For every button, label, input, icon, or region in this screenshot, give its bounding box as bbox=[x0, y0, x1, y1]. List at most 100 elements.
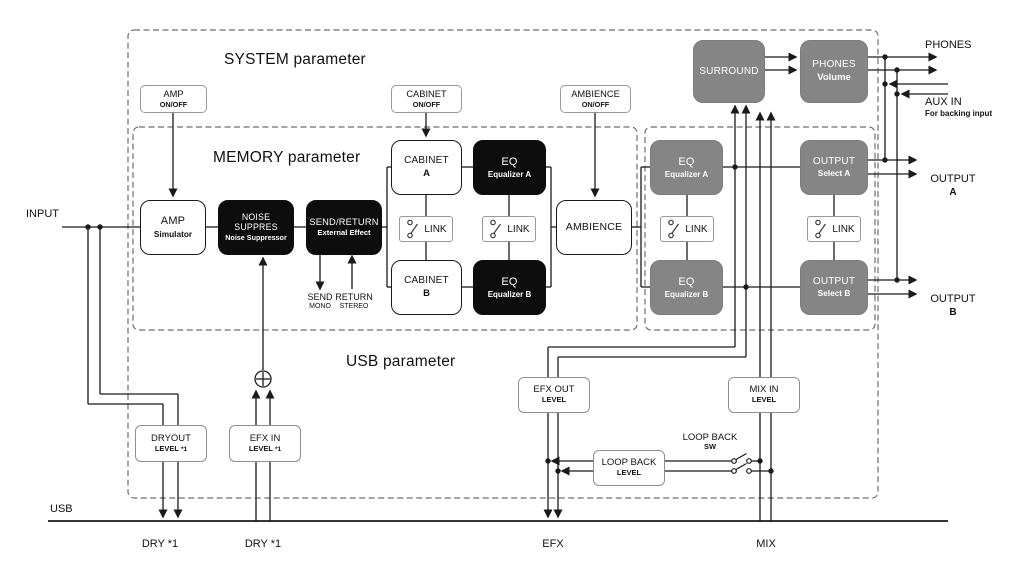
loop-back-sw-label: LOOP BACK SW bbox=[672, 432, 748, 452]
send-return-title: SEND/RETURN bbox=[309, 216, 379, 227]
usb-dry-2-label: DRY *1 bbox=[244, 538, 282, 550]
cabinet-onoff-box: CABINET ON/OFF bbox=[391, 85, 462, 113]
system-eq-link-box: LINK bbox=[660, 216, 714, 242]
dry-out-note: *1 bbox=[181, 445, 188, 453]
efx-out-title: EFX OUT bbox=[533, 384, 575, 396]
cabinet-a-sub: A bbox=[423, 167, 430, 179]
system-eq-b-sub: Equalizer B bbox=[664, 290, 709, 300]
amp-simulator-block: AMP Simulator bbox=[140, 200, 206, 255]
loop-back-title: LOOP BACK bbox=[601, 457, 657, 469]
loop-back-sub: LEVEL bbox=[616, 468, 642, 478]
eq-link-label: LINK bbox=[507, 223, 530, 235]
eq-b-block: EQ Equalizer B bbox=[473, 260, 546, 315]
send-return-block: SEND/RETURN External Effect bbox=[306, 200, 382, 255]
eq-link-box: LINK bbox=[482, 216, 536, 242]
output-select-b-title: OUTPUT bbox=[812, 275, 856, 287]
send-label: SEND bbox=[307, 292, 333, 302]
efx-out-level-box: EFX OUT LEVEL bbox=[518, 377, 590, 413]
eq-a-sub: Equalizer A bbox=[487, 170, 532, 180]
surround-block: SURROUND bbox=[693, 40, 765, 103]
noise-suppressor-sub: Noise Suppressor bbox=[225, 233, 287, 243]
output-b-word: OUTPUT bbox=[930, 293, 976, 305]
send-jack-label: SEND MONO bbox=[300, 292, 340, 311]
ambience-onoff-sub: ON/OFF bbox=[581, 99, 610, 109]
amp-onoff-box: AMP ON/OFF bbox=[140, 85, 207, 113]
usb-parameter-label: USB parameter bbox=[346, 353, 456, 370]
system-eq-b-title: EQ bbox=[678, 275, 695, 288]
cabinet-b-title: CABINET bbox=[404, 275, 449, 287]
mix-in-level-box: MIX IN LEVEL bbox=[728, 377, 800, 413]
system-parameter-label: SYSTEM parameter bbox=[224, 51, 366, 68]
mix-in-sub: LEVEL bbox=[751, 395, 777, 405]
output-a-letter: A bbox=[949, 186, 957, 198]
system-eq-a-title: EQ bbox=[678, 155, 695, 168]
phones-jack-label: PHONES bbox=[925, 39, 972, 51]
link-switch-icon bbox=[815, 219, 827, 239]
return-stereo-label: STEREO bbox=[339, 302, 369, 310]
cabinet-b-block: CABINET B bbox=[391, 260, 462, 315]
dry-out-title: DRYOUT bbox=[151, 432, 191, 444]
loop-back-sw-sub: SW bbox=[703, 442, 717, 452]
eq-b-title: EQ bbox=[501, 275, 518, 288]
return-jack-label: RETURN STEREO bbox=[332, 292, 376, 311]
phones-volume-block: PHONES Volume bbox=[800, 40, 868, 103]
efx-in-title: EFX IN bbox=[249, 432, 281, 444]
loop-back-level-box: LOOP BACK LEVEL bbox=[593, 450, 665, 486]
efx-in-sub: LEVEL bbox=[248, 443, 273, 453]
send-return-sub: External Effect bbox=[317, 228, 371, 238]
output-select-a-sub: Select A bbox=[817, 168, 851, 179]
mix-in-title: MIX IN bbox=[749, 384, 779, 396]
output-a-jack-label: OUTPUT A bbox=[922, 173, 984, 199]
ambience-title: AMBIENCE bbox=[565, 221, 623, 234]
send-mono-label: MONO bbox=[309, 302, 331, 310]
usb-mix-label: MIX bbox=[756, 538, 776, 550]
output-b-letter: B bbox=[949, 306, 957, 318]
eq-b-sub: Equalizer B bbox=[487, 290, 532, 300]
amp-simulator-title: AMP bbox=[160, 215, 186, 228]
system-eq-link-label: LINK bbox=[685, 223, 708, 235]
aux-in-label: AUX IN bbox=[925, 96, 962, 108]
phones-volume-title: PHONES bbox=[812, 59, 856, 71]
amp-simulator-sub: Simulator bbox=[153, 229, 193, 240]
usb-efx-label: EFX bbox=[542, 538, 564, 550]
eq-a-block: EQ Equalizer A bbox=[473, 140, 546, 195]
eq-a-title: EQ bbox=[501, 155, 518, 168]
efx-in-level-box: EFX IN LEVEL *1 bbox=[229, 425, 301, 462]
noise-suppressor-block: NOISE SUPPRES Noise Suppressor bbox=[218, 200, 294, 255]
sum-node-icon bbox=[254, 370, 272, 388]
input-label: INPUT bbox=[26, 208, 59, 220]
system-eq-a-sub: Equalizer A bbox=[664, 170, 709, 180]
output-select-b-sub: Select B bbox=[817, 288, 851, 299]
surround-title: SURROUND bbox=[699, 65, 759, 77]
usb-label: USB bbox=[50, 503, 73, 515]
output-select-a-block: OUTPUT Select A bbox=[800, 140, 868, 195]
memory-parameter-label: MEMORY parameter bbox=[213, 149, 361, 166]
junction-dots bbox=[85, 54, 900, 474]
cabinet-onoff-sub: ON/OFF bbox=[412, 99, 441, 109]
output-link-box: LINK bbox=[807, 216, 861, 242]
return-label: RETURN bbox=[335, 292, 373, 302]
loopback-switch-icon bbox=[731, 452, 752, 474]
link-switch-icon bbox=[490, 219, 502, 239]
cabinet-a-title: CABINET bbox=[404, 155, 449, 167]
output-b-jack-label: OUTPUT B bbox=[922, 293, 984, 319]
amp-onoff-title: AMP bbox=[163, 89, 184, 100]
output-link-label: LINK bbox=[832, 223, 855, 235]
ambience-onoff-title: AMBIENCE bbox=[571, 89, 620, 100]
ambience-block: AMBIENCE bbox=[556, 200, 632, 255]
cabinet-link-box: LINK bbox=[399, 216, 453, 242]
efx-in-note: *1 bbox=[275, 445, 282, 453]
output-select-b-block: OUTPUT Select B bbox=[800, 260, 868, 315]
usb-dry-1-label: DRY *1 bbox=[141, 538, 179, 550]
output-select-a-title: OUTPUT bbox=[812, 155, 856, 167]
system-eq-b-block: EQ Equalizer B bbox=[650, 260, 723, 315]
system-eq-a-block: EQ Equalizer A bbox=[650, 140, 723, 195]
cabinet-link-label: LINK bbox=[424, 223, 447, 235]
cabinet-b-sub: B bbox=[423, 287, 430, 299]
aux-in-note: For backing input bbox=[925, 109, 993, 118]
ambience-onoff-box: AMBIENCE ON/OFF bbox=[560, 85, 631, 113]
amp-onoff-sub: ON/OFF bbox=[159, 99, 188, 109]
efx-out-sub: LEVEL bbox=[541, 395, 567, 405]
cabinet-onoff-title: CABINET bbox=[406, 89, 447, 100]
